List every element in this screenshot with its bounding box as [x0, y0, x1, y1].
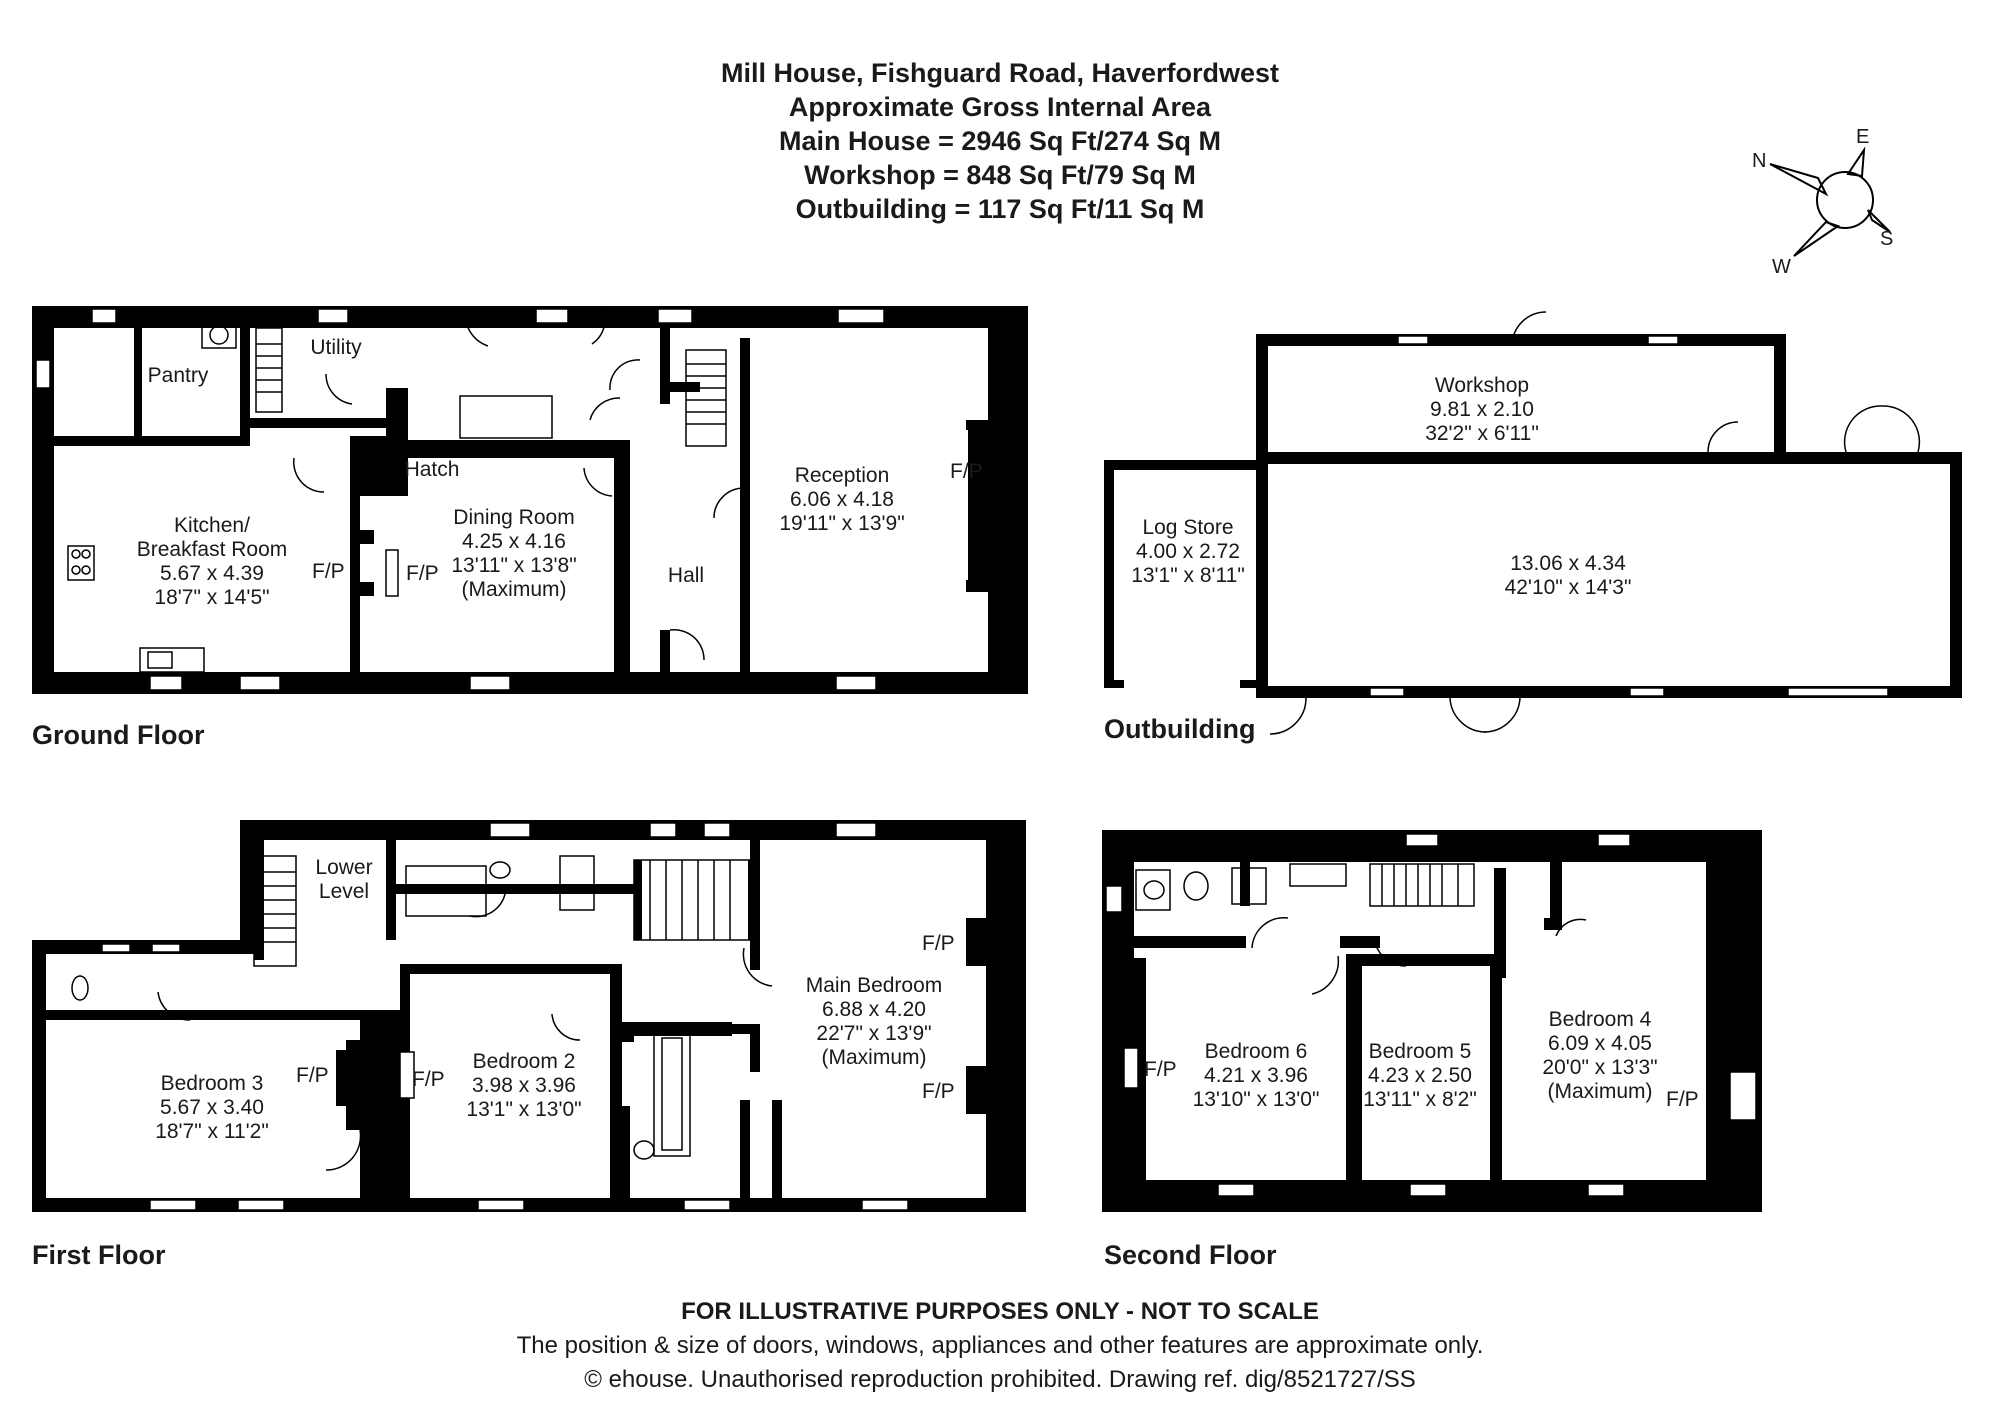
approximation-note: The position & size of doors, windows, a… — [516, 1332, 1484, 1359]
fireplace-bedroom4: F/P — [1666, 1088, 1699, 1111]
second-floor-label: Second Floor — [1104, 1240, 1277, 1270]
compass-south: S — [1880, 228, 1894, 250]
room-bedroom2: Bedroom 2 3.98 x 3.96 13'1" x 13'0" — [466, 1050, 582, 1121]
compass-icon — [1769, 146, 1891, 257]
first-floor-label: First Floor — [32, 1240, 166, 1270]
room-dining: Dining Room 4.25 x 4.16 13'11" x 13'8" (… — [451, 506, 577, 601]
ground-floor-walls — [32, 306, 1028, 694]
fireplace-bedroom3: F/P — [296, 1064, 329, 1087]
compass-north: N — [1752, 150, 1767, 172]
room-workshop: Workshop 9.81 x 2.10 32'2" x 6'11" — [1425, 374, 1539, 445]
room-bedroom6: Bedroom 6 4.21 x 3.96 13'10" x 13'0" — [1192, 1040, 1320, 1111]
main-house-area: Main House = 2946 Sq Ft/274 Sq M — [779, 126, 1221, 156]
label-hatch: Hatch — [404, 458, 460, 481]
fireplace-bedroom2: F/P — [412, 1068, 445, 1091]
outbuilding-label: Outbuilding — [1104, 714, 1256, 744]
fireplace-main-bedroom-1: F/P — [922, 932, 955, 955]
compass-west: W — [1772, 256, 1791, 278]
label-lower-level: Lower Level — [315, 856, 373, 903]
compass-east: E — [1856, 126, 1870, 148]
room-kitchen: Kitchen/ Breakfast Room 5.67 x 4.39 18'7… — [136, 514, 288, 609]
fireplace-kitchen: F/P — [312, 560, 345, 583]
room-bedroom5: Bedroom 5 4.23 x 2.50 13'11" x 8'2" — [1363, 1040, 1477, 1111]
copyright-text: © ehouse. Unauthorised reproduction proh… — [584, 1366, 1416, 1393]
property-address: Mill House, Fishguard Road, Haverfordwes… — [720, 58, 1280, 88]
room-pantry: Pantry — [147, 364, 209, 387]
room-bedroom4: Bedroom 4 6.09 x 4.05 20'0" x 13'3" (Max… — [1542, 1008, 1658, 1103]
workshop-area: Workshop = 848 Sq Ft/79 Sq M — [804, 160, 1196, 190]
disclaimer-text: FOR ILLUSTRATIVE PURPOSES ONLY - NOT TO … — [681, 1298, 1319, 1325]
fireplace-main-bedroom-2: F/P — [922, 1080, 955, 1103]
outbuilding-area: Outbuilding = 117 Sq Ft/11 Sq M — [795, 194, 1205, 224]
windows — [35, 308, 1889, 1211]
room-utility: Utility — [310, 336, 362, 359]
second-floor-walls — [1102, 830, 1762, 1212]
outbuilding-walls — [1104, 334, 1962, 698]
fireplace-reception: F/P — [950, 460, 983, 483]
room-bedroom3: Bedroom 3 5.67 x 3.40 18'7" x 11'2" — [155, 1072, 269, 1143]
fireplace-bedroom6: F/P — [1144, 1058, 1177, 1081]
ground-floor-label: Ground Floor — [32, 720, 205, 750]
room-reception: Reception 6.06 x 4.18 19'11" x 13'9" — [779, 464, 905, 535]
doors-stairs — [67, 305, 1921, 1171]
room-hall: Hall — [667, 564, 705, 587]
area-title: Approximate Gross Internal Area — [788, 92, 1212, 122]
fireplace-dining: F/P — [406, 562, 439, 585]
room-main-bedroom: Main Bedroom 6.88 x 4.20 22'7" x 13'9" (… — [805, 974, 943, 1069]
room-workshop-main: 13.06 x 4.34 42'10" x 14'3" — [1504, 552, 1632, 599]
room-log-store: Log Store 4.00 x 2.72 13'1" x 8'11" — [1131, 516, 1245, 587]
